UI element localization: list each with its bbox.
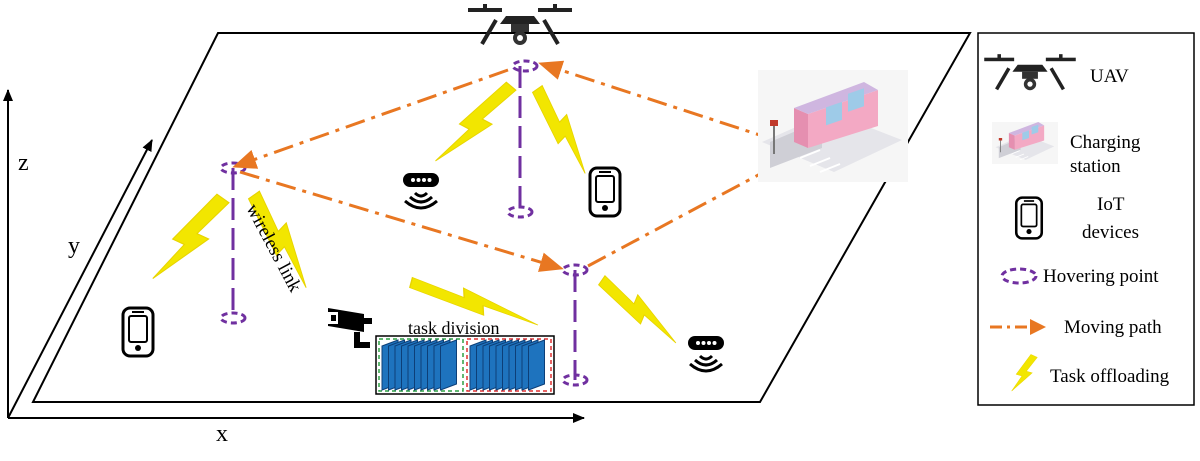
legend-hovering-point-icon: [1000, 267, 1038, 285]
axis-label-y: y: [68, 233, 80, 259]
charging-station-icon: [758, 70, 908, 182]
legend: UAV Charging station IoT devices Hoverin…: [977, 32, 1195, 406]
ground-plane: [31, 32, 972, 403]
axis-label-x: x: [216, 421, 228, 447]
task-block: [440, 339, 457, 391]
legend-iot-device-icon: [1014, 196, 1044, 240]
legend-label-hovering-point: Hovering point: [1043, 266, 1159, 287]
hovering-point: [219, 311, 247, 325]
moving-path: [232, 60, 776, 272]
axes: [2, 89, 585, 423]
iot-phone-icon: [588, 166, 622, 218]
legend-charging-station-icon: [992, 121, 1058, 164]
legend-moving-path-icon: [990, 319, 1046, 335]
legend-label-uav: UAV: [1090, 66, 1129, 87]
task-block-group-left: [381, 339, 457, 391]
task-block: [528, 339, 545, 391]
hover-projection-lines: [231, 66, 577, 380]
hovering-point: [561, 263, 589, 277]
hovering-point: [561, 373, 589, 387]
hovering-points: [219, 59, 589, 387]
hovering-point: [506, 205, 534, 219]
legend-label-charging-station: Charging station: [1070, 132, 1145, 177]
task-block-group-right: [469, 339, 545, 391]
task-division-label: task division: [408, 318, 500, 338]
iot-camera-icon: [328, 308, 372, 348]
uav-icon: [466, 2, 574, 47]
legend-label-task-offloading: Task offloading: [1050, 366, 1170, 387]
axis-label-z: z: [18, 150, 29, 176]
legend-label-moving-path: Moving path: [1064, 317, 1162, 338]
hovering-point: [511, 59, 539, 73]
iot-phone-icon: [121, 306, 155, 358]
legend-label-iot-devices: IoT devices: [1082, 194, 1139, 243]
